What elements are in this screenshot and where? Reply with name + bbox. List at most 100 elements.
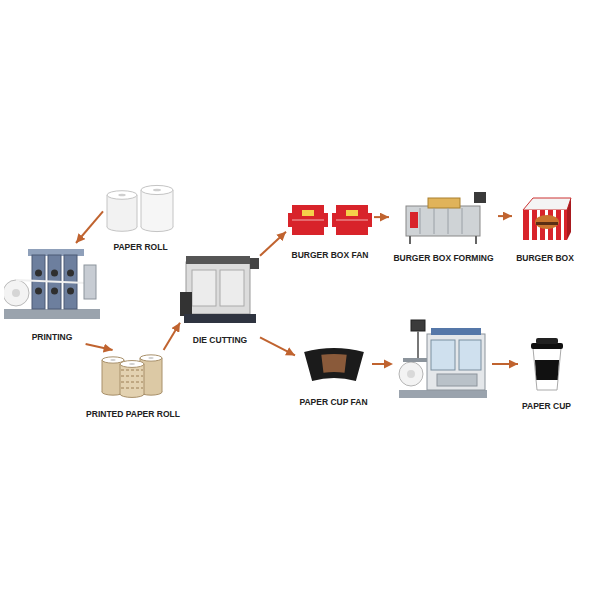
- roller: [67, 288, 74, 295]
- control-panel: [84, 265, 96, 299]
- step-label: PAPER CUP: [522, 401, 571, 412]
- step-label: BURGER BOX FORMING: [393, 253, 493, 264]
- box-side: [567, 198, 571, 240]
- process-step: BURGER BOX FAN: [286, 195, 374, 262]
- step-label: BURGER BOX: [516, 253, 574, 264]
- step-illustration: [4, 243, 100, 323]
- box-blank: [288, 205, 328, 235]
- label-row: PRINTING: [4, 326, 100, 344]
- roll-top: [140, 355, 162, 361]
- roll-body: [107, 195, 137, 227]
- flow-arrow: [86, 344, 113, 350]
- flow-arrow: [164, 323, 180, 350]
- machine-top: [431, 328, 481, 335]
- roll-top: [107, 191, 137, 200]
- label-row: PAPER CUP FAN: [295, 391, 372, 409]
- step-label: PRINTED PAPER ROLL: [86, 409, 180, 420]
- step-illustration: [400, 192, 488, 244]
- step-label: PAPER ROLL: [113, 242, 167, 253]
- cup-fan-shape: [304, 348, 364, 381]
- cup-fan-print: [321, 354, 346, 373]
- roll-core: [118, 194, 126, 197]
- burger-image: [535, 215, 559, 229]
- machine-leg: [409, 236, 411, 244]
- step-illustration: [103, 183, 178, 233]
- machine-body: [186, 262, 250, 314]
- burger-patty: [536, 222, 558, 225]
- roll-core: [110, 359, 116, 361]
- roll-top: [120, 361, 144, 368]
- fold-line: [336, 220, 368, 221]
- step-illustration: [527, 336, 567, 392]
- flow-arrow: [260, 232, 286, 256]
- screen-arm: [417, 331, 419, 360]
- print-stripe: [121, 388, 143, 389]
- step-label: PAPER CUP FAN: [299, 397, 367, 408]
- roll-side: [141, 190, 142, 227]
- machine-panel: [192, 270, 216, 306]
- process-step: PAPER CUP FAN: [295, 342, 372, 409]
- step-label: DIE CUTTING: [193, 335, 247, 346]
- roller: [51, 288, 58, 295]
- process-step: PRINTED PAPER ROLL: [82, 350, 184, 421]
- cup-lid-top: [536, 338, 558, 344]
- roll-core: [148, 357, 154, 359]
- roll-side: [102, 360, 103, 392]
- flow-arrow: [374, 216, 389, 218]
- machine-screen: [474, 192, 486, 203]
- flow-arrow: [260, 337, 295, 355]
- print-patch: [302, 210, 314, 216]
- step-label: BURGER BOX FAN: [292, 250, 369, 261]
- machine-screen: [250, 258, 259, 269]
- roll-side: [107, 195, 108, 227]
- roller: [51, 270, 58, 277]
- paper-web: [16, 280, 86, 283]
- label-row: DIE CUTTING: [180, 329, 260, 347]
- roll-side: [162, 358, 163, 392]
- roller: [35, 288, 42, 295]
- machine-panel: [437, 374, 477, 386]
- machine-window: [431, 340, 455, 370]
- step-illustration: [286, 195, 374, 241]
- roll-core: [153, 189, 161, 192]
- step-label: PRINTING: [32, 332, 73, 343]
- box-stripe: [529, 210, 532, 240]
- paper-stack: [399, 362, 423, 386]
- frame-rod: [447, 208, 448, 234]
- machine-top: [186, 256, 250, 264]
- paper-core: [407, 370, 415, 378]
- step-illustration: [517, 192, 573, 244]
- box-lid: [523, 198, 571, 210]
- label-row: PAPER ROLL: [103, 236, 178, 254]
- machine-base: [184, 314, 256, 323]
- roll-side: [144, 364, 145, 394]
- label-row: PRINTED PAPER ROLL: [82, 403, 184, 421]
- feeder: [180, 292, 192, 316]
- machine-base: [4, 309, 100, 319]
- box-blank: [332, 205, 372, 235]
- fold-line: [292, 220, 324, 221]
- process-step: PAPER CUP: [518, 336, 575, 413]
- print-stripe: [121, 376, 143, 377]
- roll-core: [129, 363, 135, 365]
- print-patch: [346, 210, 358, 216]
- arrow-head: [384, 360, 393, 369]
- print-stripe: [121, 370, 143, 371]
- cup-fan-blank: [304, 348, 364, 381]
- box-stripe: [561, 210, 564, 240]
- process-step: PRINTING: [4, 243, 100, 344]
- frame-rod: [419, 208, 420, 234]
- roll-side: [137, 195, 138, 227]
- roll-body: [141, 190, 173, 227]
- roller: [67, 270, 74, 277]
- roll-side: [173, 190, 174, 227]
- roll-top: [102, 357, 124, 363]
- process-step: DIE CUTTING: [180, 250, 260, 347]
- process-step: BURGER BOX FORMING: [389, 192, 498, 265]
- machine-top: [428, 198, 460, 208]
- machine-body: [406, 206, 480, 236]
- label-row: BURGER BOX FORMING: [389, 247, 498, 265]
- roller: [35, 270, 42, 277]
